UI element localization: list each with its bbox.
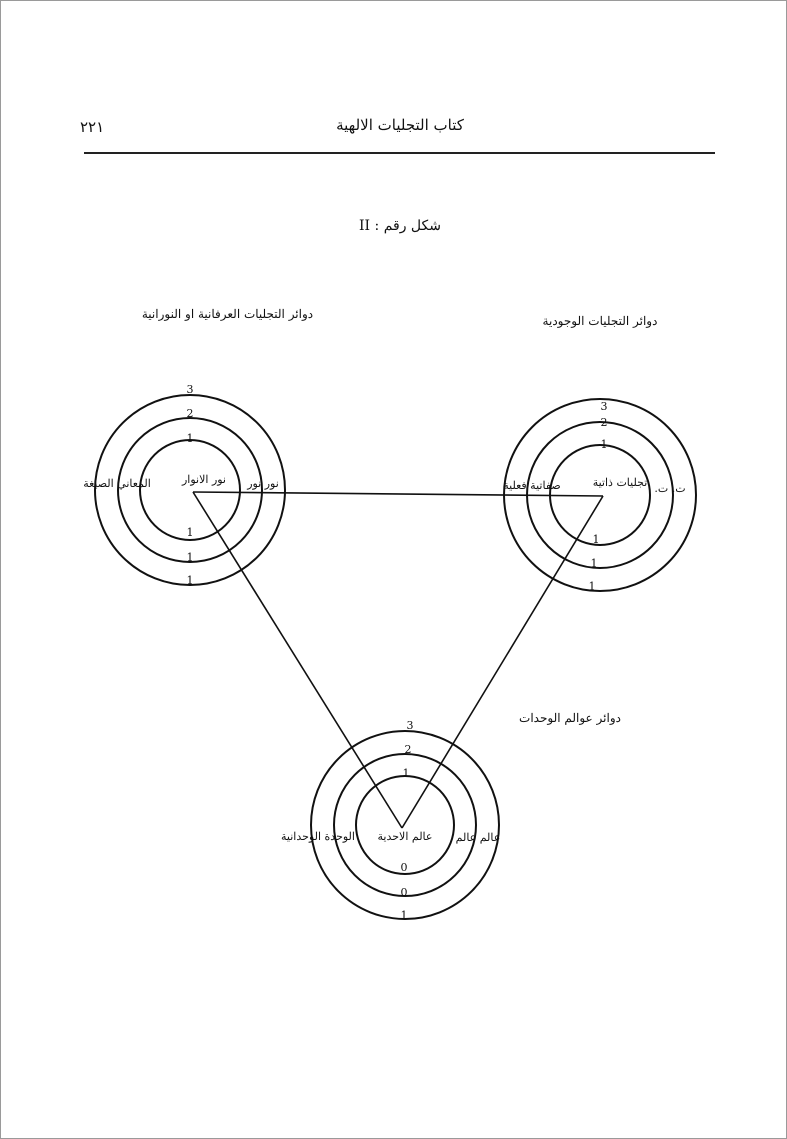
connecting-triangle xyxy=(192,491,604,829)
unities-side-labels: عالم عالم عالم الاحدية الوحدة الوحدانية xyxy=(281,830,500,844)
noetic-ring-label-bottom-middle: 1 xyxy=(187,551,194,564)
unities-ring-label-bottom-outer: 1 xyxy=(401,909,408,922)
existential-ring-label-bottom-middle: 1 xyxy=(591,557,598,570)
noetic-side-label-center: نور الانوار xyxy=(181,473,226,486)
noetic-middle-ring xyxy=(117,417,263,563)
existential-ring-label-bottom-inner: 1 xyxy=(593,533,600,546)
unities-outer-ring xyxy=(310,730,500,920)
unities-inner-ring xyxy=(355,775,455,875)
unities-ring-label-top-middle: 2 xyxy=(405,743,412,756)
noetic-side-label-right: نور نور xyxy=(246,477,279,490)
unities-ring-labels: 3 2 1 0 0 1 xyxy=(401,719,414,922)
noetic-circles-title: دوائر التجليات العرفانية او النورانية xyxy=(141,307,314,321)
page-number: ٢٢١ xyxy=(80,118,105,136)
unities-middle-ring xyxy=(333,753,477,897)
existential-side-label-center: تجليات ذاتية xyxy=(593,476,648,489)
unities-ring-label-top-outer: 3 xyxy=(407,719,414,732)
unities-ring-label-bottom-inner: 0 xyxy=(401,861,408,874)
triangle-left-edge xyxy=(192,491,403,829)
existential-ring-label-top-outer: 3 xyxy=(601,400,608,413)
header-rule xyxy=(84,152,715,154)
unities-ring-label-bottom-middle: 0 xyxy=(401,886,408,899)
noetic-ring-label-bottom-outer: 1 xyxy=(187,574,194,587)
triangle-top-edge xyxy=(192,491,604,497)
unities-side-label-right: عالم عالم xyxy=(456,831,501,844)
noetic-outer-ring xyxy=(94,394,286,586)
noetic-ring-label-top-middle: 2 xyxy=(187,407,194,420)
unities-side-label-left: الوحدة الوحدانية xyxy=(281,830,355,843)
unities-ring-label-top-inner: 1 xyxy=(403,767,410,780)
noetic-inner-ring xyxy=(139,439,241,541)
existential-ring-label-top-inner: 1 xyxy=(601,438,608,451)
existential-circles-title: دوائر التجليات الوجودية xyxy=(542,314,658,328)
noetic-ring-label-top-inner: 1 xyxy=(187,432,194,445)
existential-ring-label-top-middle: 2 xyxy=(601,416,608,429)
noetic-side-label-left: المعاني الصيغة xyxy=(83,477,151,490)
unities-circle-group xyxy=(310,730,500,920)
noetic-ring-labels: 3 2 1 1 1 1 xyxy=(187,383,194,587)
noetic-ring-label-top-outer: 3 xyxy=(187,383,194,396)
existential-ring-label-bottom-outer: 1 xyxy=(589,580,596,593)
noetic-circle-group xyxy=(94,394,286,586)
existential-ring-labels: 3 2 1 1 1 1 xyxy=(589,400,608,593)
running-header-title: كتاب التجليات الالهية xyxy=(336,116,464,134)
unities-side-label-center: عالم الاحدية xyxy=(378,830,433,843)
noetic-ring-label-bottom-inner: 1 xyxy=(187,526,194,539)
existential-side-label-right: ت. ت. xyxy=(654,482,685,495)
existential-side-labels: ت. ت. تجليات ذاتية صفاتية فعلية xyxy=(503,476,685,495)
figure-caption: شكل رقم : II xyxy=(359,218,441,234)
unities-circles-title: دوائر عوالم الوحدات xyxy=(519,711,621,725)
triangle-right-edge xyxy=(401,495,604,829)
noetic-side-labels: نور نور نور الانوار المعاني الصيغة xyxy=(83,473,279,490)
existential-side-label-left: صفاتية فعلية xyxy=(503,479,560,492)
